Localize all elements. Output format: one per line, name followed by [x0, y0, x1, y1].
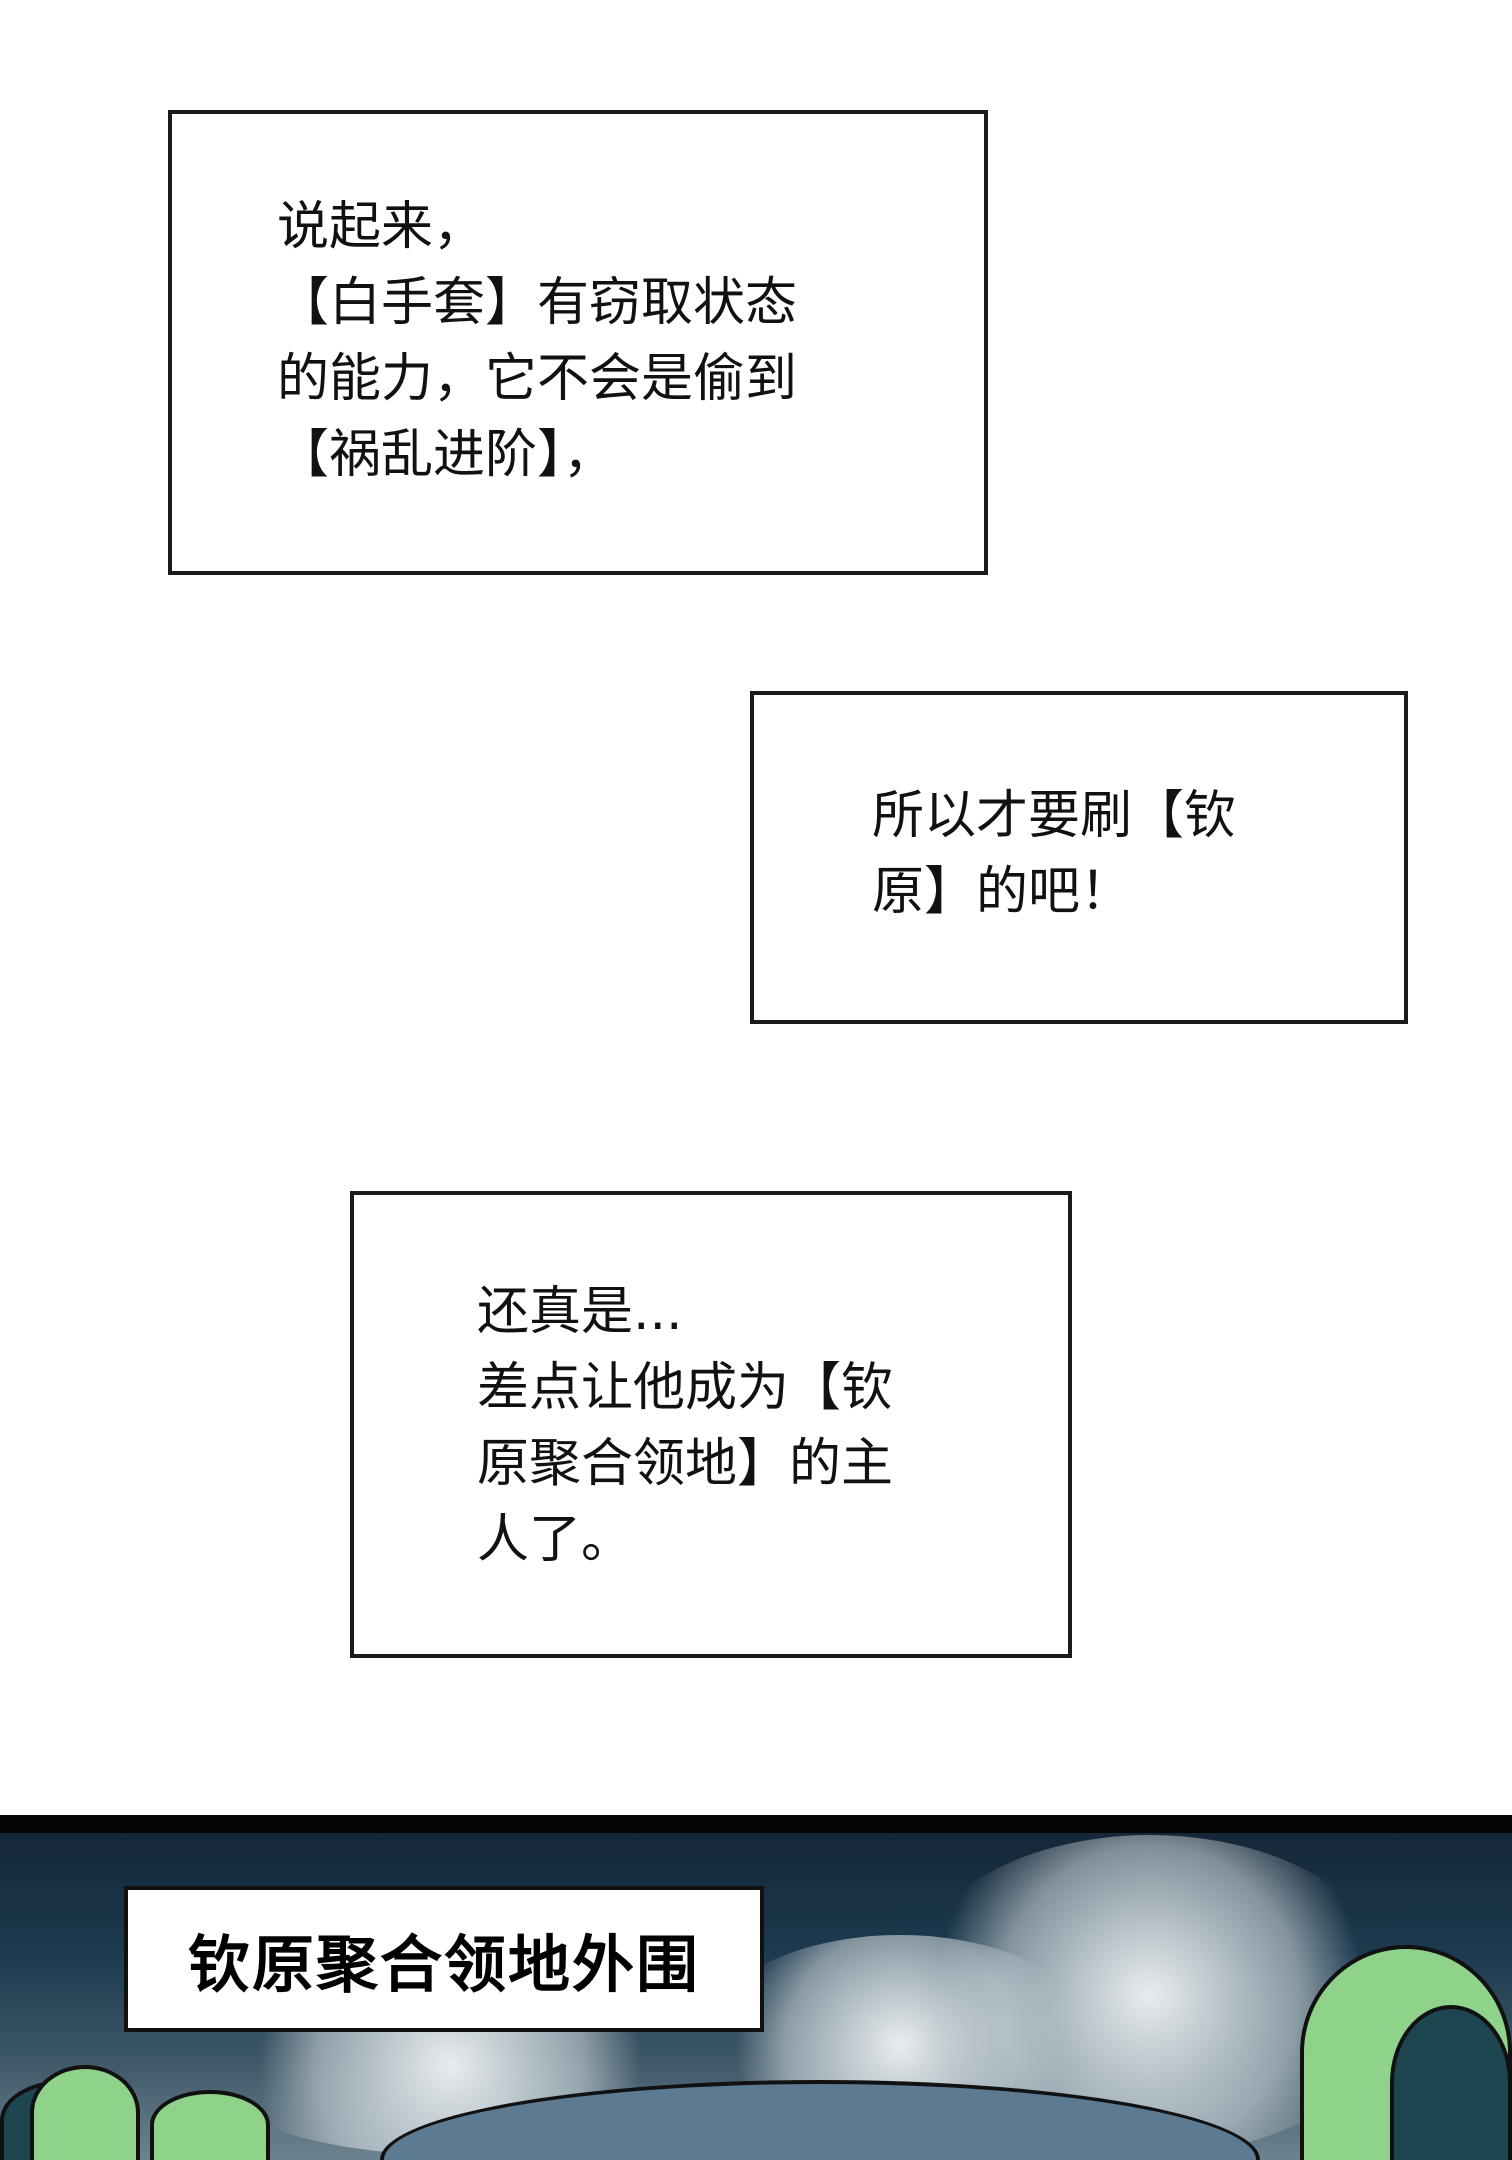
caption-text-2: 所以才要刷【钦原】的吧！: [872, 778, 1236, 930]
caption-line: 说起来，: [277, 197, 486, 257]
caption-text-3: 还真是... 差点让他成为【钦原聚合领地】的主人了。: [477, 1274, 893, 1578]
tree: [1390, 2005, 1512, 2160]
caption-line: 原聚合领地】的主: [477, 1434, 894, 1494]
caption-line: 所以才要刷【钦: [872, 786, 1237, 846]
caption-line: 原】的吧！: [872, 862, 1133, 922]
caption-box-2: 所以才要刷【钦原】的吧！: [750, 691, 1408, 1024]
caption-line: 【祸乱进阶】，: [277, 425, 616, 485]
location-caption: 钦原聚合领地外围: [124, 1886, 764, 2032]
tree: [30, 2065, 140, 2160]
caption-line: 人了。: [477, 1510, 634, 1570]
caption-line: 的能力，它不会是偷到: [277, 349, 798, 409]
caption-box-1: 说起来， 【白手套】有窃取状态的能力，它不会是偷到【祸乱进阶】，: [168, 110, 988, 575]
caption-line: 差点让他成为【钦: [477, 1358, 894, 1418]
caption-line: 还真是...: [477, 1282, 683, 1342]
panel-border: [0, 1815, 1512, 1833]
landscape-panel: 钦原聚合领地外围: [0, 1815, 1512, 2160]
caption-text-1: 说起来， 【白手套】有窃取状态的能力，它不会是偷到【祸乱进阶】，: [277, 189, 797, 493]
caption-line: 【白手套】有窃取状态: [277, 273, 798, 333]
tree: [150, 2090, 270, 2160]
caption-box-3: 还真是... 差点让他成为【钦原聚合领地】的主人了。: [350, 1191, 1072, 1658]
